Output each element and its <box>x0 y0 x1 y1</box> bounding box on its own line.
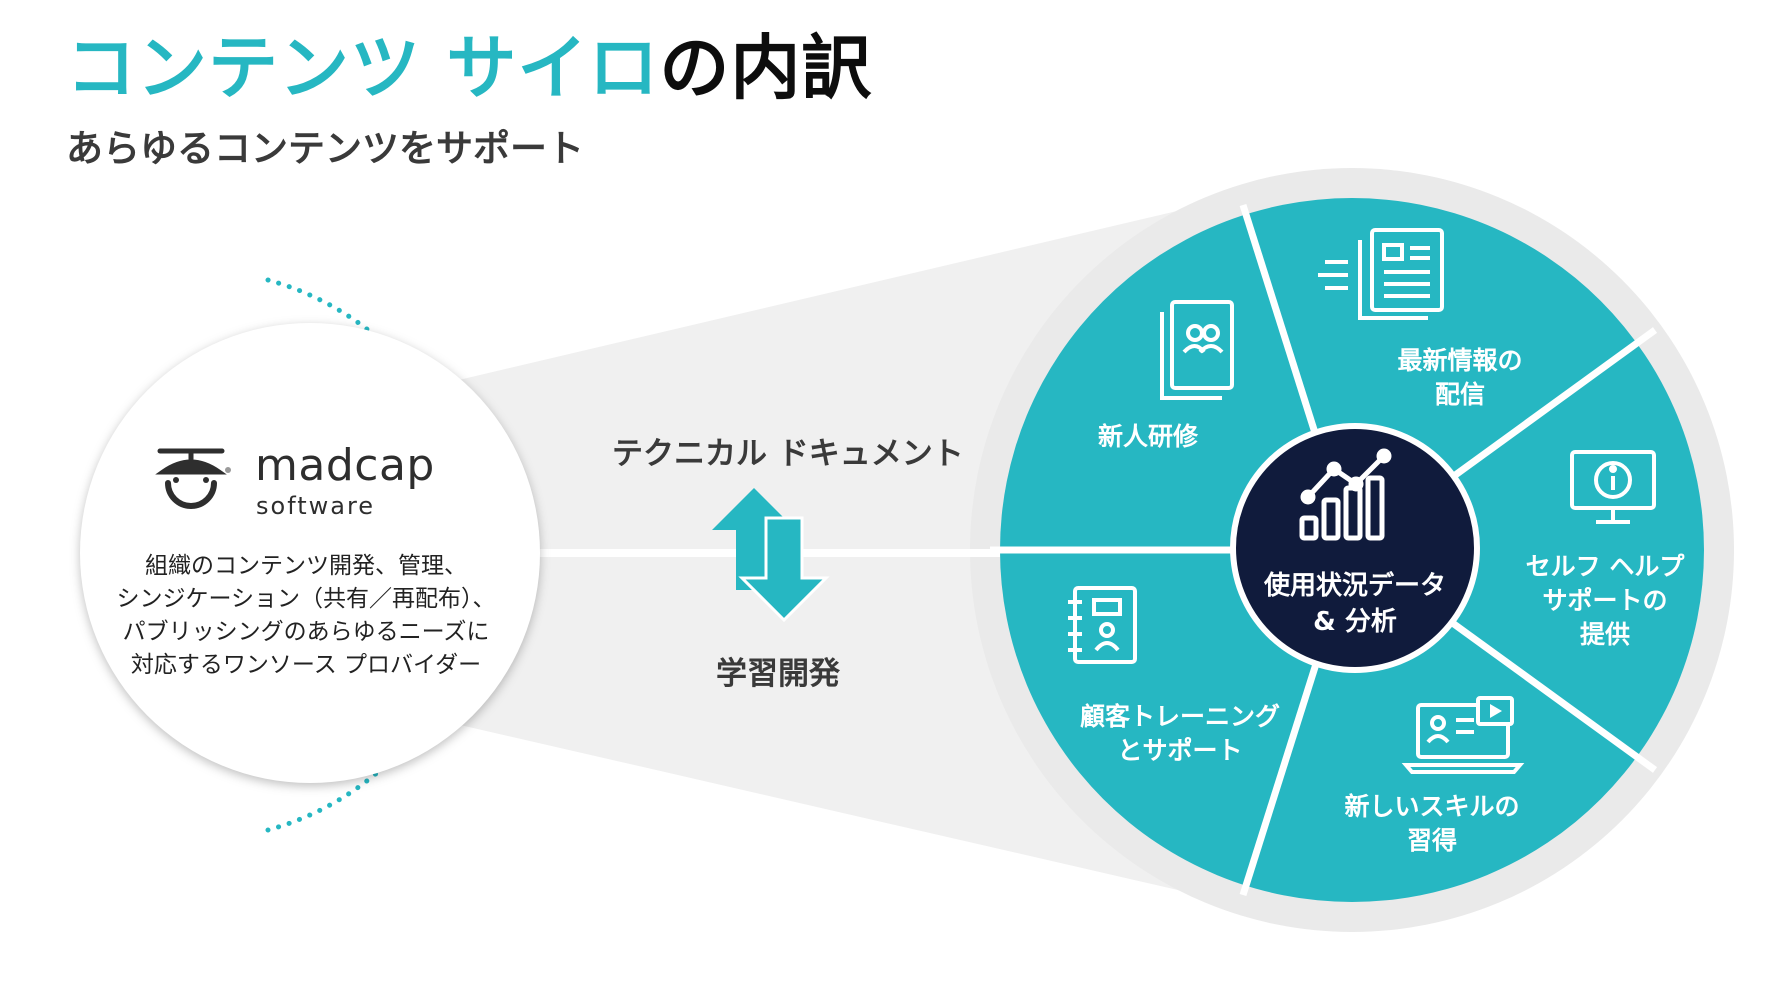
page-subtitle: あらゆるコンテンツをサポート <box>66 127 584 170</box>
flow-label-bottom: 学習開発 <box>716 656 840 692</box>
segment-line: 提供 <box>1579 620 1630 649</box>
segment-label-news: 最新情報の 配信 <box>1397 344 1522 412</box>
description-line: 対応するワンソース プロバイダー <box>130 652 482 678</box>
description-line: パブリッシングのあらゆるニーズに <box>122 619 490 645</box>
segment-line: 顧客トレーニング <box>1079 702 1281 731</box>
madcap-logo-icon <box>155 448 231 509</box>
segment-line: とサポート <box>1117 736 1243 765</box>
title-accent: コンテンツ サイロ <box>66 27 660 109</box>
center-line: & 分析 <box>1313 607 1397 637</box>
info-monitor-icon <box>1570 450 1656 524</box>
description-line: シンジケーション（共有／再配布）、 <box>116 586 496 612</box>
brand-logo-subtext: software <box>256 492 376 520</box>
news-document-icon <box>1318 228 1444 320</box>
training-documents-icon <box>1160 300 1234 400</box>
segment-line: セルフ ヘルプ <box>1525 552 1685 581</box>
center-line: 使用状況データ <box>1263 571 1447 601</box>
brand-logo-wordmark: madcap <box>255 440 435 491</box>
video-laptop-icon <box>1401 696 1525 774</box>
center-hub <box>1230 423 1480 673</box>
segment-label-new-skills: 新しいスキルの 習得 <box>1344 790 1519 858</box>
segment-label-self-help: セルフ ヘルプ サポートの 提供 <box>1526 550 1685 652</box>
flow-label-top: テクニカル ドキュメント <box>612 436 964 472</box>
contact-book-icon <box>1068 586 1137 664</box>
brand-circle <box>80 323 540 783</box>
page-title: コンテンツ サイロの内訳 <box>66 30 872 107</box>
description-line: 組織のコンテンツ開発、管理、 <box>145 553 467 579</box>
segment-line: 新しいスキルの <box>1344 792 1520 821</box>
segment-line: 配信 <box>1434 380 1486 409</box>
brand-description: 組織のコンテンツ開発、管理、 シンジケーション（共有／再配布）、 パブリッシング… <box>96 550 516 682</box>
segment-line: 新人研修 <box>1097 422 1199 451</box>
segment-label-onboarding: 新人研修 <box>1098 420 1198 454</box>
analytics-chart-icon <box>1299 448 1392 541</box>
center-hub-label: 使用状況データ & 分析 <box>1264 568 1446 640</box>
segment-label-customer-training: 顧客トレーニング とサポート <box>1080 700 1280 768</box>
segment-line: 最新情報の <box>1397 346 1523 375</box>
segment-line: サポートの <box>1542 586 1668 615</box>
title-rest: の内訳 <box>659 27 873 109</box>
bidirectional-arrow-icon <box>712 488 830 623</box>
segment-line: 習得 <box>1406 826 1458 855</box>
